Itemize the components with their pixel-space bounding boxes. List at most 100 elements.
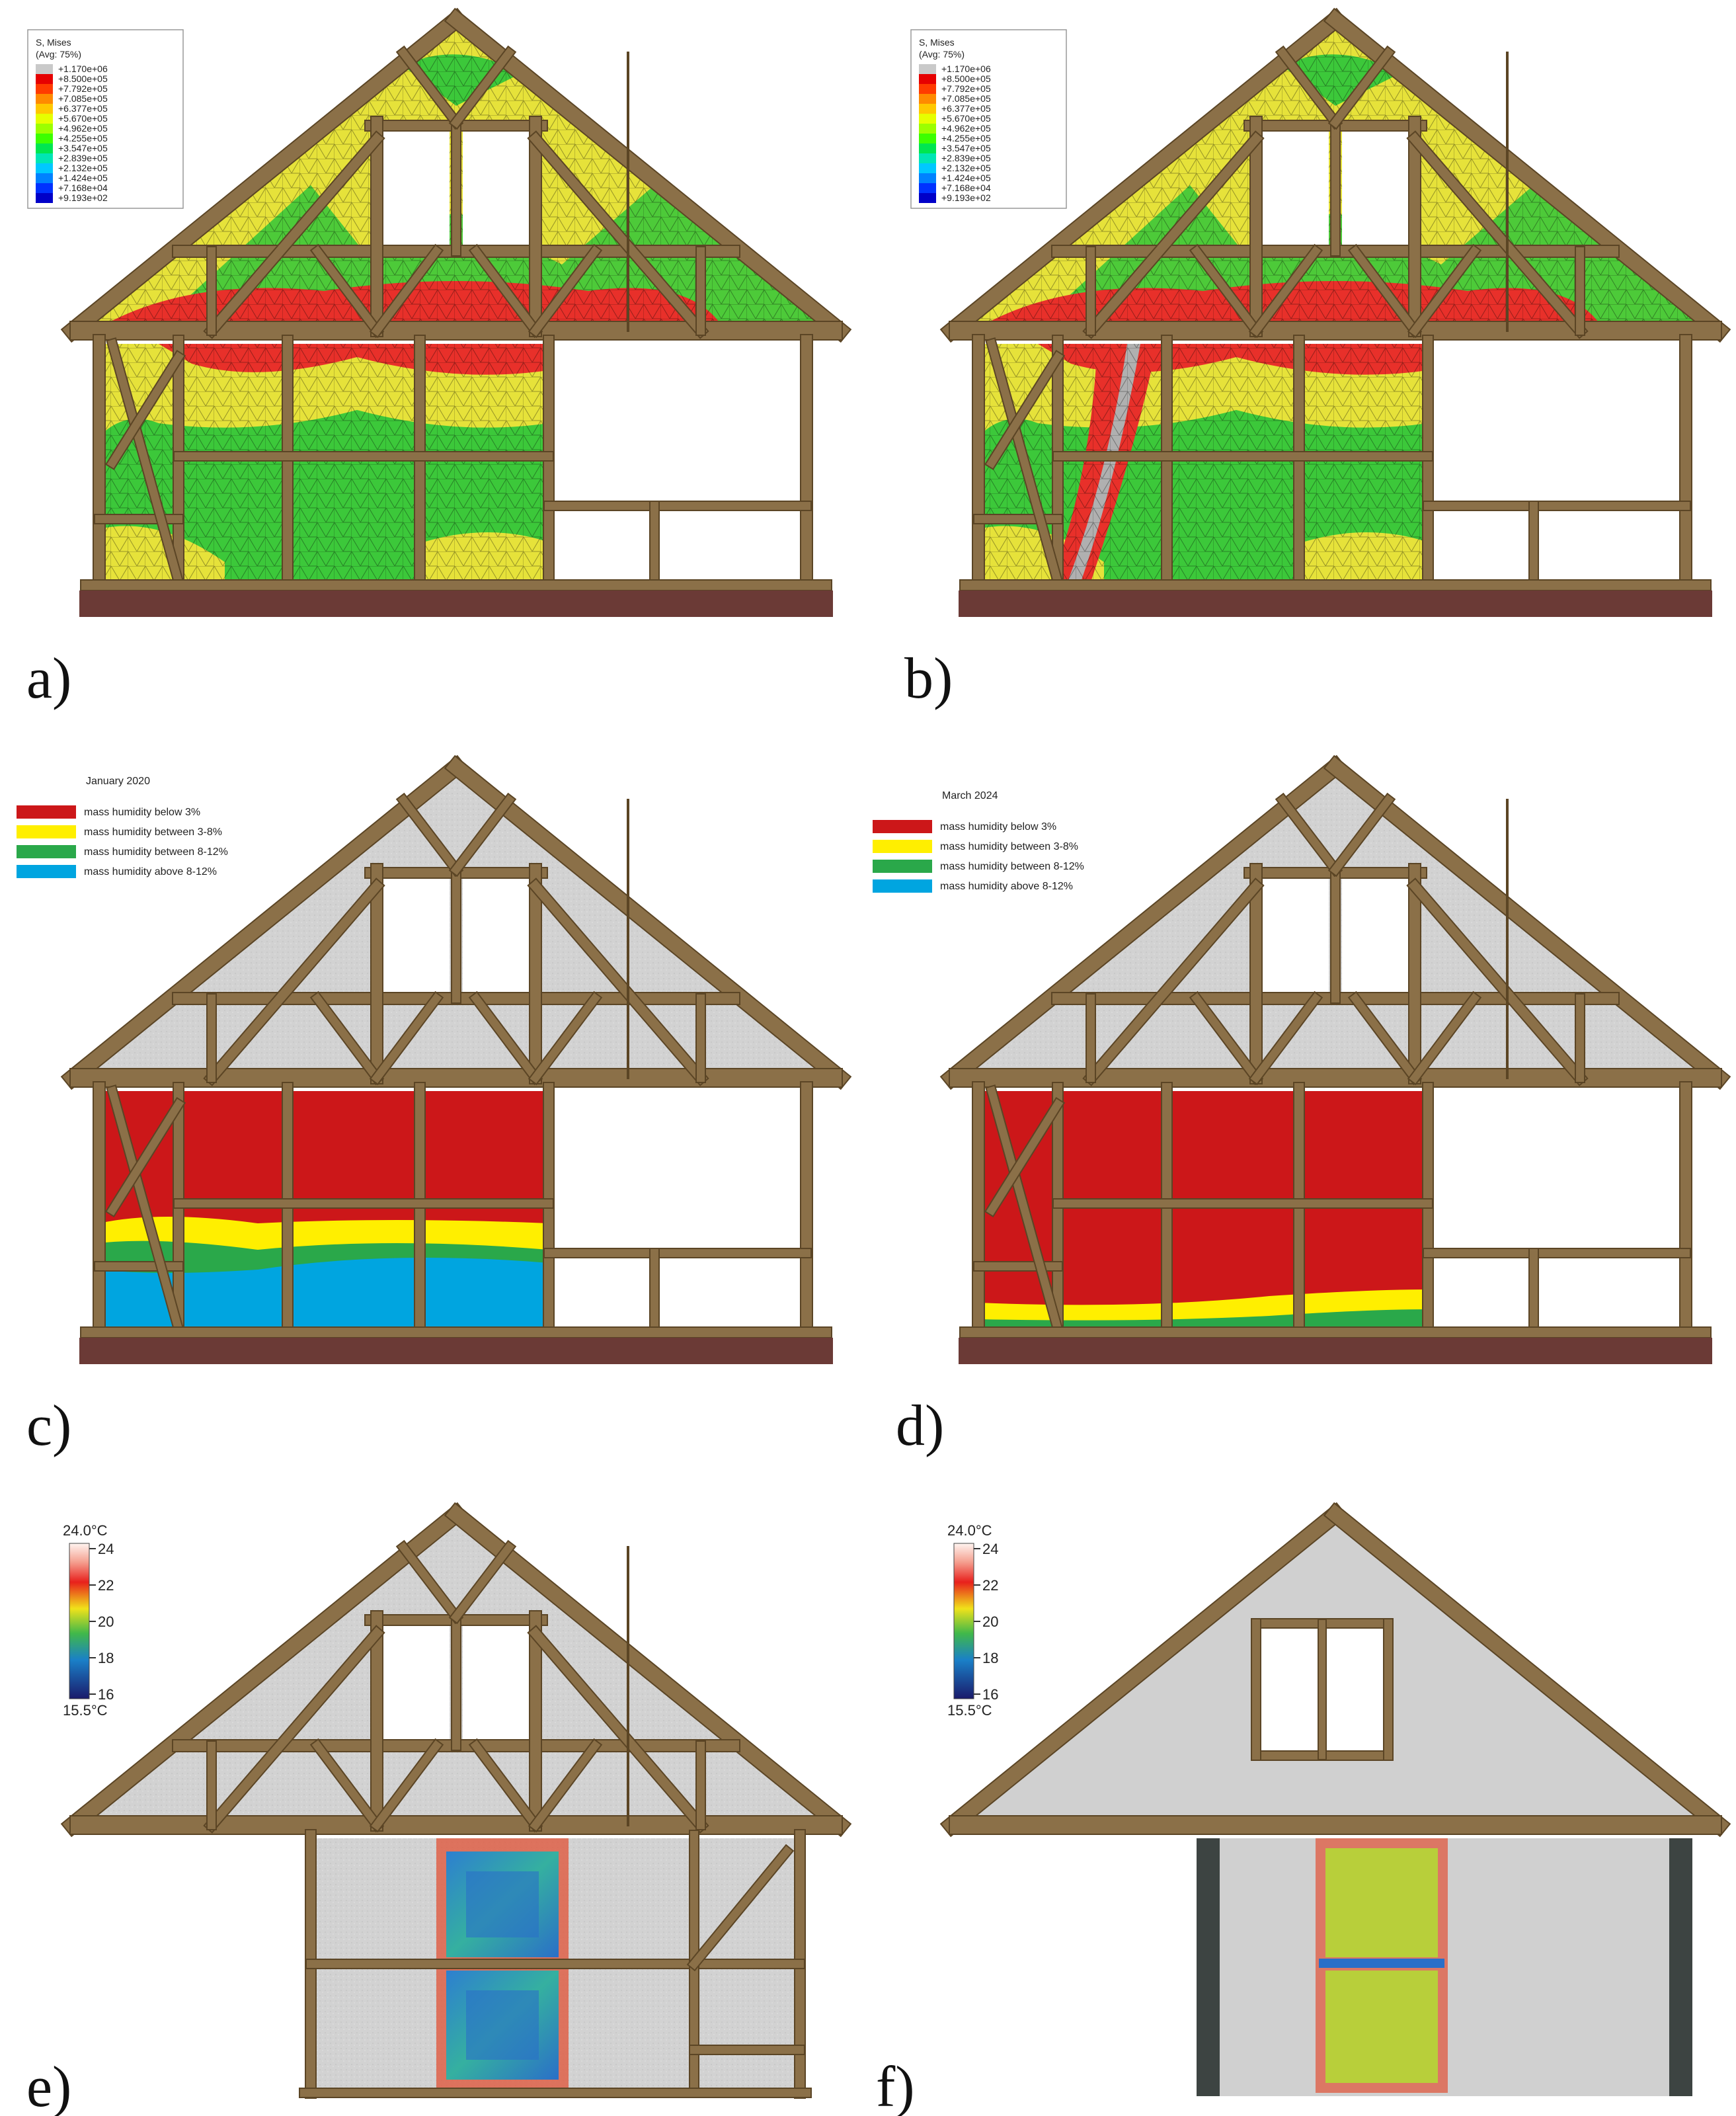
window-pane-left bbox=[1263, 876, 1329, 992]
humidity-legend-date: January 2020 bbox=[86, 776, 150, 787]
v-brace-2 bbox=[1250, 993, 1322, 1084]
window-pane-left bbox=[1263, 129, 1329, 245]
thermal-pane-lower bbox=[1325, 1971, 1438, 2083]
diag-brace-2 bbox=[986, 1098, 1064, 1216]
v-brace-3 bbox=[470, 245, 541, 337]
rafter-right bbox=[446, 756, 850, 1088]
stress-legend-a: S, Mises (Avg: 75%) +1.170e+06+8.500e+05… bbox=[27, 29, 184, 209]
foundation bbox=[959, 1338, 1712, 1364]
humidity-legend-label: mass humidity between 3-8% bbox=[940, 841, 1078, 852]
brace-left bbox=[1084, 132, 1263, 337]
stress-legend-title: S, Mises bbox=[919, 37, 955, 48]
panel-label-f: f) bbox=[876, 2055, 915, 2116]
stress-legend-subtitle: (Avg: 75%) bbox=[919, 49, 965, 60]
stress-legend-value: +7.168e+04 bbox=[58, 183, 108, 193]
humidity-legend-label: mass humidity between 3-8% bbox=[84, 827, 222, 838]
humidity-swatch bbox=[17, 865, 76, 878]
v-brace-3 bbox=[470, 1740, 541, 1831]
apex-brace-left bbox=[397, 794, 462, 875]
apex-brace-left bbox=[397, 1541, 462, 1623]
stress-legend-value: +3.547e+05 bbox=[941, 143, 991, 153]
rafter-left bbox=[941, 756, 1346, 1088]
window-pane-right bbox=[463, 876, 529, 992]
hum-green bbox=[978, 1309, 1428, 1329]
stress-legend-value: +4.962e+05 bbox=[58, 123, 108, 134]
humidity-swatch bbox=[873, 879, 932, 893]
v-brace-2 bbox=[371, 993, 442, 1084]
humidity-swatch bbox=[17, 845, 76, 858]
stress-legend-value: +2.839e+05 bbox=[58, 153, 108, 163]
rafter-right bbox=[1325, 756, 1729, 1088]
temp-tick-label: 22 bbox=[98, 1577, 114, 1594]
stress-swatch bbox=[919, 143, 936, 153]
stress-swatch bbox=[36, 114, 53, 124]
thermal-core-upper bbox=[466, 1871, 539, 1937]
window-pane-right bbox=[463, 129, 529, 245]
brace-right bbox=[529, 879, 707, 1084]
stress-swatch bbox=[36, 94, 53, 104]
humidity-swatch bbox=[17, 805, 76, 819]
window-pane-right bbox=[1342, 876, 1408, 992]
stress-legend-value: +1.424e+05 bbox=[941, 173, 991, 183]
v-brace-1 bbox=[1191, 993, 1262, 1084]
temp-legend-max: 24.0°C bbox=[947, 1522, 992, 1539]
dark-post-left bbox=[1197, 1838, 1220, 2096]
temp-tick-label: 20 bbox=[98, 1613, 114, 1630]
stress-swatch bbox=[36, 143, 53, 153]
v-brace-2 bbox=[1250, 245, 1322, 337]
stress-legend-title: S, Mises bbox=[36, 37, 71, 48]
humidity-legend-label: mass humidity above 8-12% bbox=[940, 881, 1073, 892]
stress-legend-value: +6.377e+05 bbox=[58, 103, 108, 114]
brace-right bbox=[1408, 879, 1587, 1084]
stress-swatch bbox=[919, 134, 936, 143]
stress-legend-value: +2.132e+05 bbox=[941, 163, 991, 173]
rafter-left bbox=[62, 9, 467, 341]
stress-legend-value: +1.170e+06 bbox=[941, 63, 991, 74]
temp-legend-min: 15.5°C bbox=[63, 1702, 108, 1719]
stress-legend-value: +1.170e+06 bbox=[58, 63, 108, 74]
stress-legend-value: +8.500e+05 bbox=[941, 73, 991, 84]
stress-legend-subtitle: (Avg: 75%) bbox=[36, 49, 81, 60]
humidity-swatch bbox=[873, 860, 932, 873]
diag-brace bbox=[986, 339, 1063, 587]
diag-brace-2 bbox=[986, 351, 1064, 469]
apex-brace-right bbox=[450, 794, 515, 875]
stress-legend-value: +5.670e+05 bbox=[58, 113, 108, 124]
v-brace-4 bbox=[1409, 245, 1480, 337]
humidity-legend-date: March 2024 bbox=[942, 790, 998, 801]
temp-tick-label: 24 bbox=[982, 1541, 998, 1557]
brace-right bbox=[529, 1627, 707, 1832]
stress-legend-value: +5.670e+05 bbox=[941, 113, 991, 124]
foundation bbox=[79, 590, 833, 617]
stress-legend-value: +7.085e+05 bbox=[941, 93, 991, 104]
hum-red bbox=[99, 1091, 549, 1223]
stress-swatch bbox=[919, 74, 936, 84]
stress-legend-value: +7.792e+05 bbox=[58, 83, 108, 94]
humidity-legend-label: mass humidity between 8-12% bbox=[940, 861, 1084, 872]
v-brace-2 bbox=[371, 1740, 442, 1831]
stress-legend-value: +1.424e+05 bbox=[58, 173, 108, 183]
stress-swatch bbox=[36, 183, 53, 193]
diag-brace bbox=[107, 1086, 184, 1334]
thermal-transom bbox=[1319, 1959, 1444, 1968]
stress-swatch bbox=[919, 104, 936, 114]
stress-legend-value: +9.193e+02 bbox=[941, 192, 991, 203]
diag-brace-2 bbox=[106, 351, 184, 469]
window-pane-left bbox=[383, 129, 450, 245]
brace-right bbox=[1408, 132, 1587, 337]
temp-tick-label: 22 bbox=[982, 1577, 998, 1594]
window-pane-left bbox=[383, 1623, 450, 1739]
stress-swatch bbox=[36, 134, 53, 143]
temp-tick-label: 18 bbox=[982, 1650, 998, 1666]
stress-legend-value: +3.547e+05 bbox=[58, 143, 108, 153]
stress-legend-value: +7.168e+04 bbox=[941, 183, 991, 193]
stress-swatch bbox=[36, 74, 53, 84]
stress-swatch bbox=[36, 163, 53, 173]
house-f bbox=[939, 1502, 1731, 2096]
stress-swatch bbox=[36, 64, 53, 74]
temp-tick-label: 24 bbox=[98, 1541, 114, 1557]
house-e bbox=[60, 1502, 852, 2099]
